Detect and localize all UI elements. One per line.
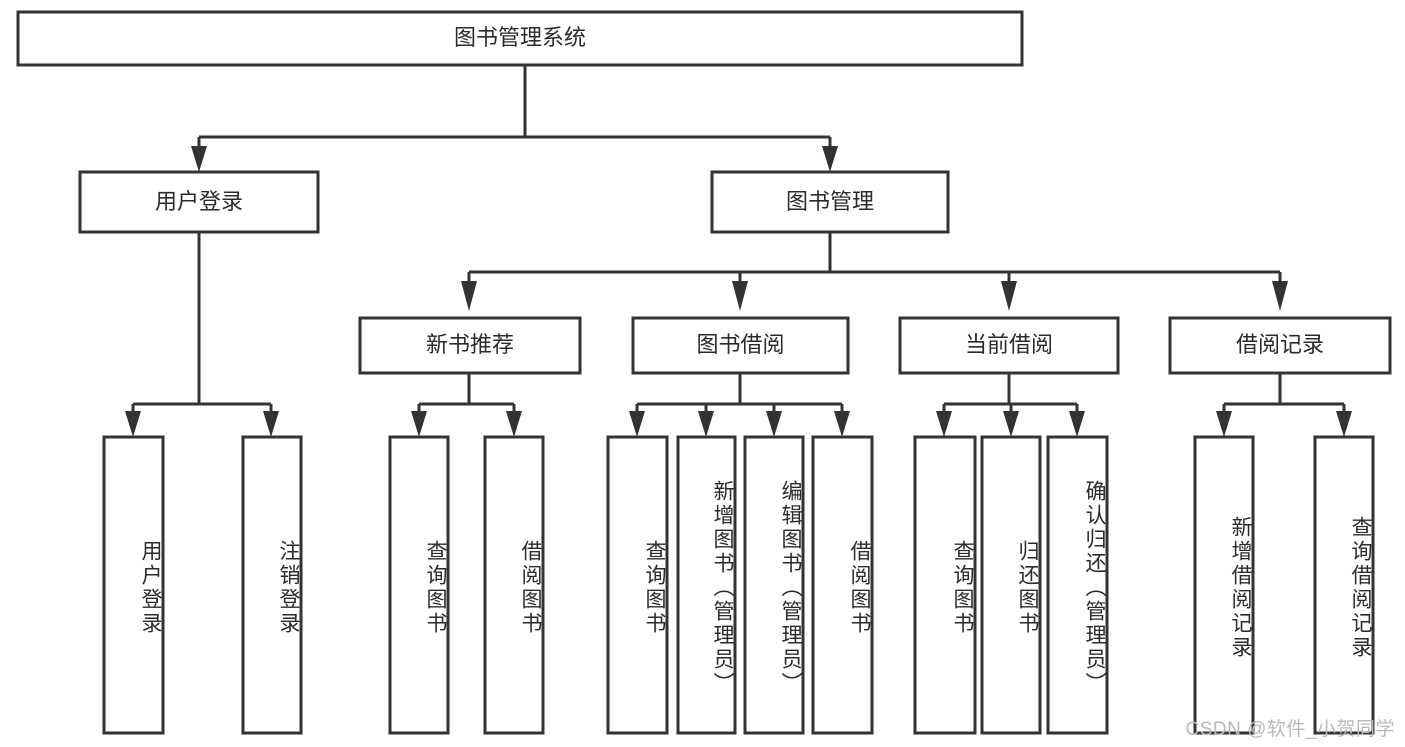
arrow-head-icon	[411, 411, 427, 437]
node-box-leaf-borrow-0[interactable]	[606, 435, 669, 735]
arrow-head-icon	[766, 411, 782, 437]
node-box-leaf-login-0[interactable]	[102, 435, 165, 735]
node-box-leaf-record-1[interactable]	[1313, 435, 1375, 735]
arrow-head-icon	[1336, 411, 1352, 437]
node-box-leaf-newbook-1[interactable]	[483, 435, 545, 735]
arrow-head-icon	[834, 411, 850, 437]
arrow-head-icon	[732, 281, 748, 311]
arrow-head-icon	[822, 146, 838, 172]
arrow-head-icon	[191, 146, 207, 172]
arrow-head-icon	[1001, 281, 1017, 311]
node-box-leaf-borrow-3[interactable]	[811, 435, 874, 735]
node-box-leaf-borrow-1[interactable]	[676, 435, 737, 735]
node-box-leaf-current-2[interactable]	[1046, 435, 1109, 735]
arrow-head-icon	[698, 411, 714, 437]
connector-borrowrecord-to-leaves	[1216, 373, 1352, 437]
node-box-book-borrow[interactable]	[631, 316, 850, 375]
watermark-text: CSDN @软件_小贺同学	[1185, 719, 1395, 740]
connector-userlogin-to-leaves	[125, 232, 279, 437]
node-box-leaf-current-0[interactable]	[913, 435, 977, 735]
arrow-head-icon	[506, 411, 522, 437]
arrow-head-icon	[936, 411, 952, 437]
node-box-new-book[interactable]	[358, 316, 582, 375]
arrow-head-icon	[1272, 281, 1288, 311]
arrow-head-icon	[1003, 411, 1019, 437]
arrow-head-icon	[1216, 411, 1232, 437]
connector-bookmgmt-to-level3	[461, 232, 1288, 311]
node-box-leaf-newbook-0[interactable]	[388, 435, 450, 735]
arrow-head-icon	[263, 411, 279, 437]
node-box-borrow-record[interactable]	[1168, 316, 1392, 375]
node-box-leaf-login-1[interactable]	[241, 435, 303, 735]
node-box-current-borrow[interactable]	[898, 316, 1120, 375]
connector-currentborrow-to-leaves	[936, 373, 1085, 437]
node-box-leaf-borrow-2[interactable]	[743, 435, 805, 735]
arrow-head-icon	[461, 281, 477, 311]
node-box-root[interactable]	[16, 10, 1024, 67]
arrow-head-icon	[1069, 411, 1085, 437]
connector-newbook-to-leaves	[411, 373, 522, 437]
arrow-head-icon	[125, 411, 141, 437]
node-box-user-login[interactable]	[78, 170, 320, 234]
node-box-leaf-current-1[interactable]	[980, 435, 1042, 735]
connector-root-to-level2	[191, 65, 838, 172]
node-box-book-mgmt[interactable]	[710, 170, 950, 234]
connector-bookborrow-to-leaves	[629, 373, 850, 437]
node-box-leaf-record-0[interactable]	[1193, 435, 1255, 735]
arrow-head-icon	[629, 411, 645, 437]
